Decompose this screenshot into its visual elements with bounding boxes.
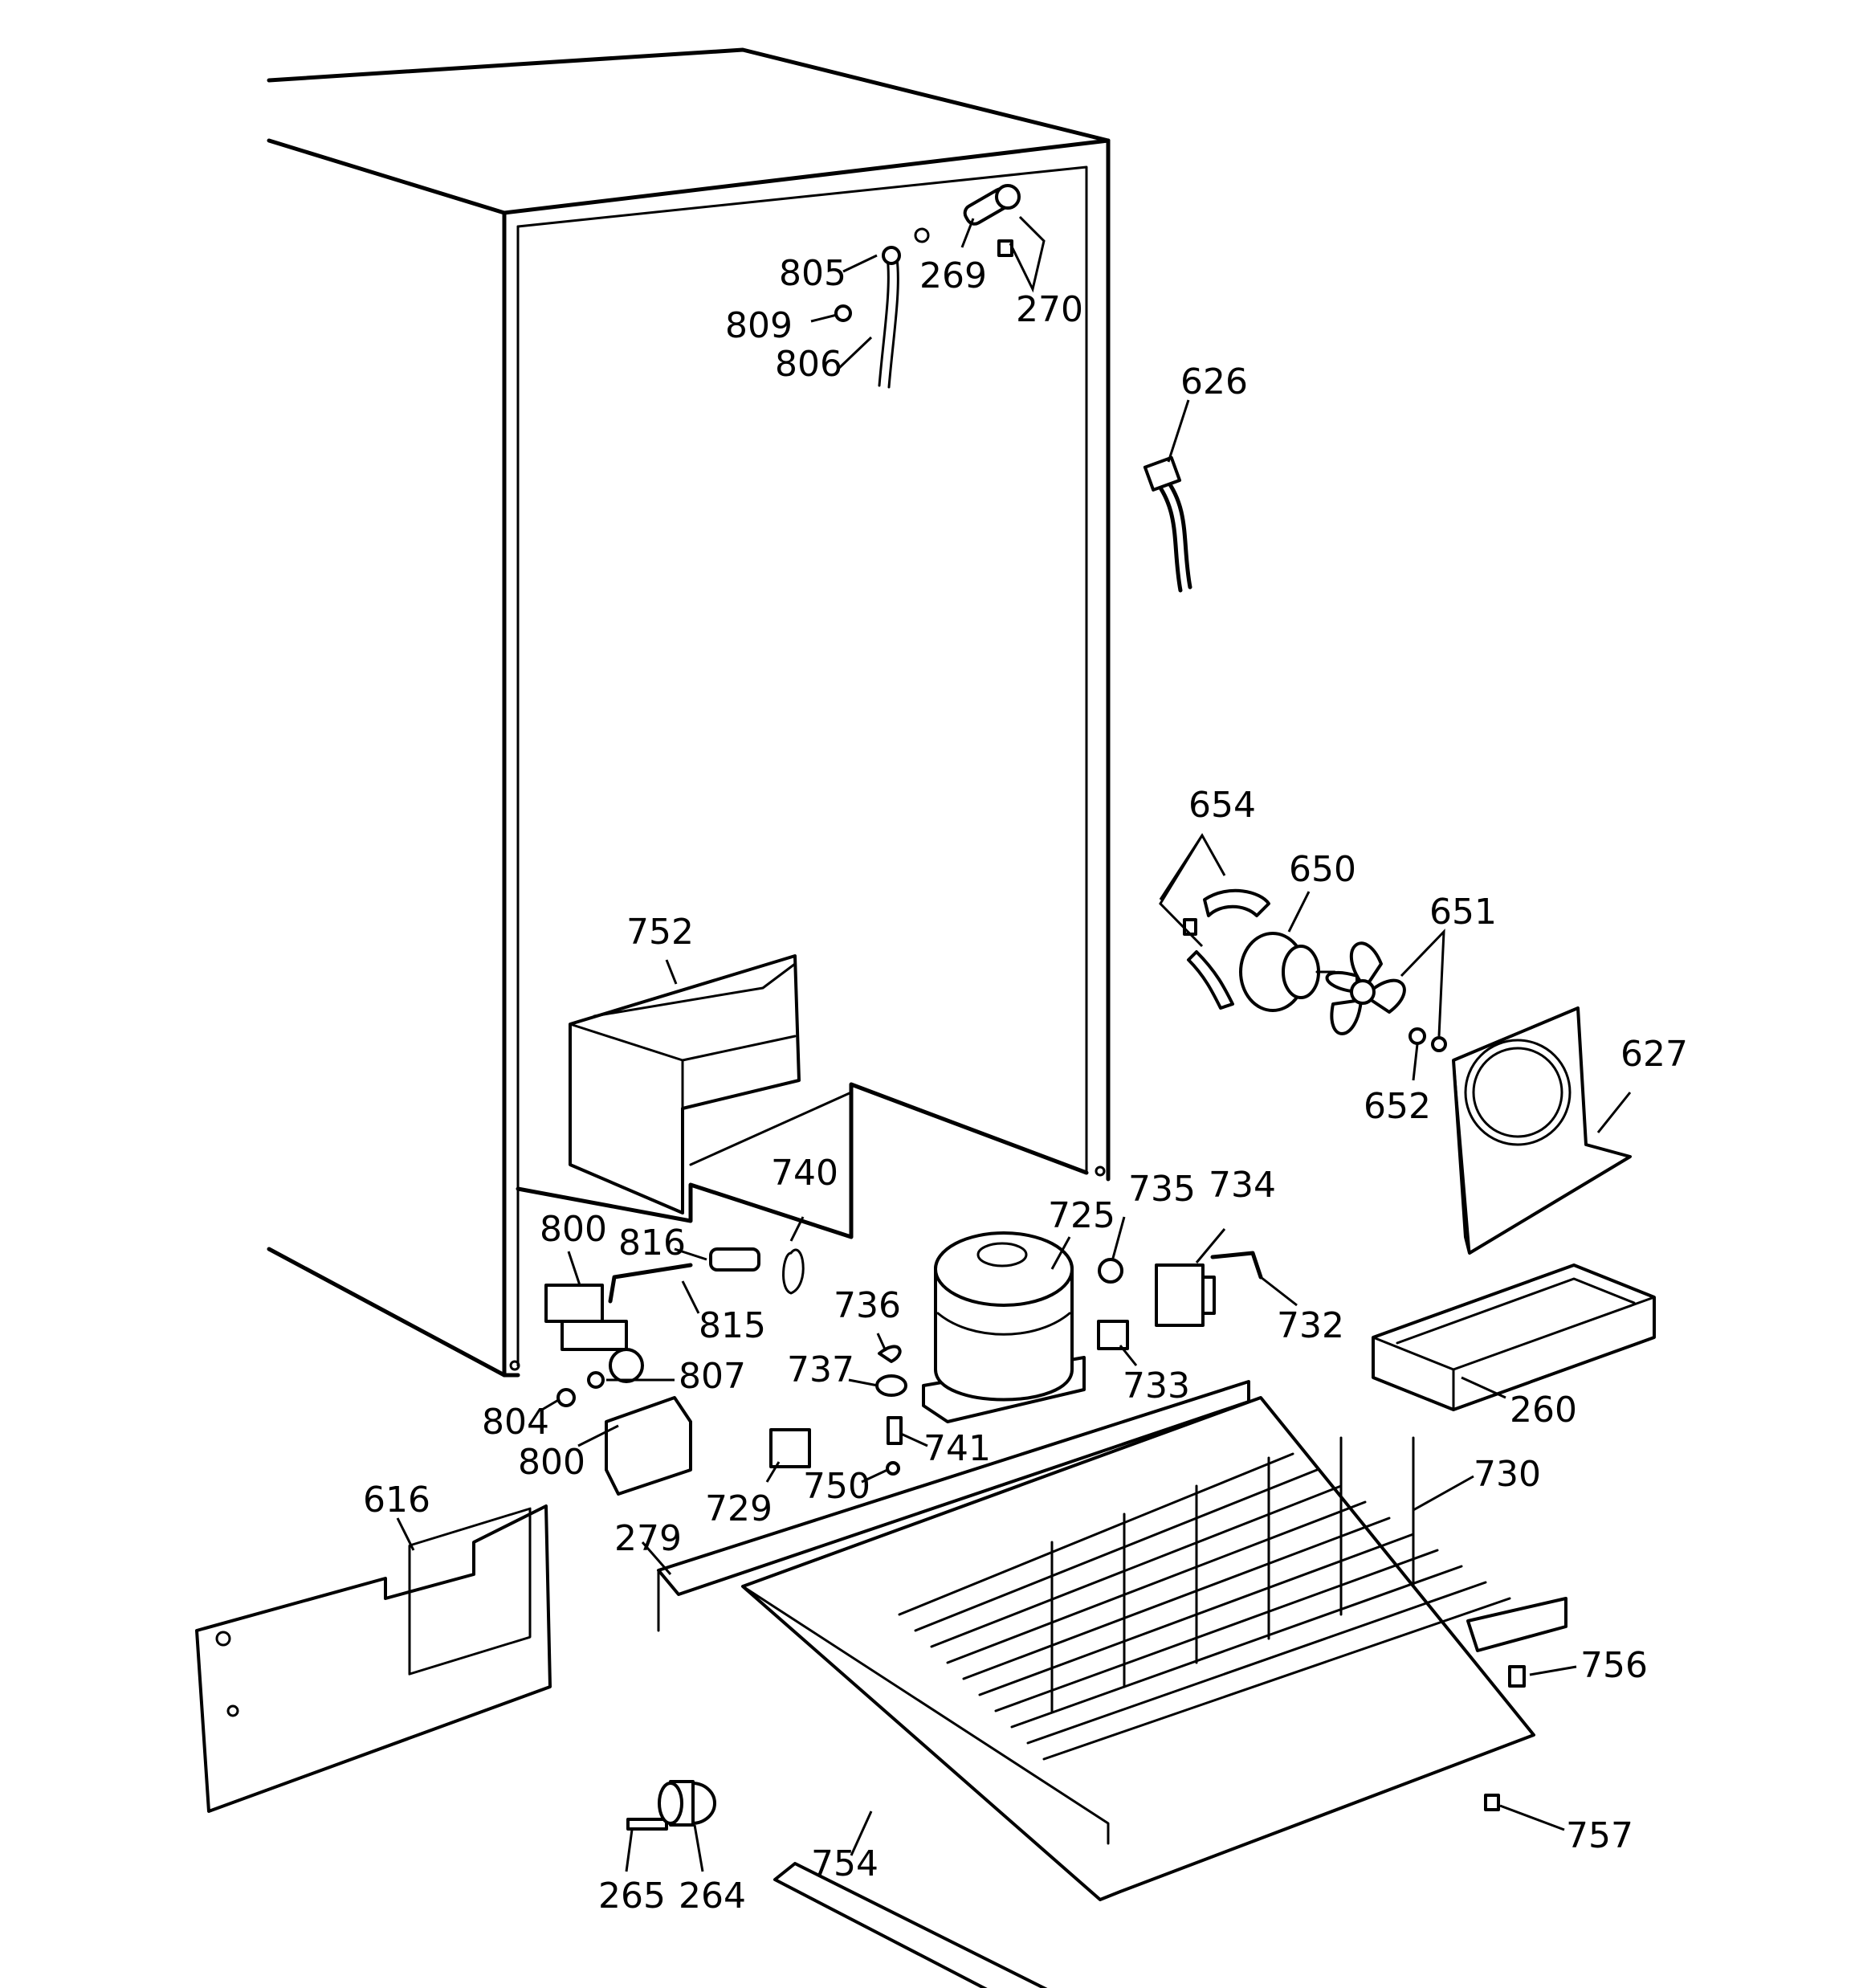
label-265: 265 <box>598 1876 666 1917</box>
label-754: 754 <box>811 1843 879 1884</box>
label-800-valve: 800 <box>540 1209 607 1250</box>
label-750: 750 <box>803 1466 870 1507</box>
label-756: 756 <box>1580 1645 1648 1686</box>
part-264-roller <box>626 1780 716 1831</box>
label-733: 733 <box>1123 1365 1190 1406</box>
label-807: 807 <box>679 1356 746 1397</box>
label-736: 736 <box>834 1285 901 1326</box>
label-652: 652 <box>1364 1086 1431 1127</box>
label-816: 816 <box>618 1223 686 1263</box>
part-260-drain-pan <box>1372 1263 1656 1411</box>
part-627-fan-shroud <box>1452 1006 1632 1255</box>
part-800-water-valve <box>544 1247 805 1383</box>
label-805: 805 <box>779 253 846 294</box>
label-627: 627 <box>1620 1034 1688 1075</box>
part-651-fan-blade <box>1325 941 1447 1052</box>
cabinet <box>267 47 1111 1378</box>
label-757: 757 <box>1566 1815 1633 1856</box>
label-740: 740 <box>771 1153 838 1194</box>
part-730-condenser-assembly <box>657 1380 1567 1988</box>
part-626-power-cord <box>1143 455 1192 593</box>
leader-lines <box>396 215 1632 1872</box>
label-616: 616 <box>363 1480 430 1521</box>
label-815: 815 <box>699 1305 766 1346</box>
label-806: 806 <box>775 344 842 385</box>
part-labels: 805 809 806 269 270 626 654 650 651 652 … <box>363 253 1688 1917</box>
label-269: 269 <box>919 255 987 296</box>
label-260: 260 <box>1510 1390 1577 1431</box>
label-651: 651 <box>1429 892 1497 933</box>
label-654: 654 <box>1188 785 1256 826</box>
condenser-coils <box>898 1436 1511 1761</box>
label-752: 752 <box>626 912 694 953</box>
small-mount-parts <box>556 1345 907 1496</box>
part-752-shield <box>569 954 801 1214</box>
label-735: 735 <box>1128 1169 1196 1210</box>
label-734: 734 <box>1209 1165 1276 1206</box>
label-809: 809 <box>725 305 793 346</box>
label-725: 725 <box>1048 1195 1115 1236</box>
label-650: 650 <box>1289 849 1356 890</box>
label-264: 264 <box>679 1876 746 1917</box>
label-729: 729 <box>705 1488 773 1529</box>
part-650-fan-motor <box>1183 888 1336 1012</box>
label-270: 270 <box>1016 289 1083 330</box>
label-737: 737 <box>787 1349 854 1390</box>
screws-756-757 <box>1484 1665 1526 1811</box>
part-725-compressor <box>922 1231 1086 1423</box>
label-730: 730 <box>1474 1454 1541 1495</box>
label-800-bracket: 800 <box>518 1442 585 1483</box>
label-741: 741 <box>923 1428 991 1469</box>
label-804: 804 <box>482 1402 549 1443</box>
label-279: 279 <box>614 1518 682 1559</box>
upper-tubing-parts <box>834 184 1021 389</box>
compressor-electrical-parts <box>1097 1251 1263 1350</box>
label-626: 626 <box>1180 361 1248 402</box>
label-732: 732 <box>1277 1305 1344 1346</box>
part-616-access-cover <box>195 1504 552 1813</box>
